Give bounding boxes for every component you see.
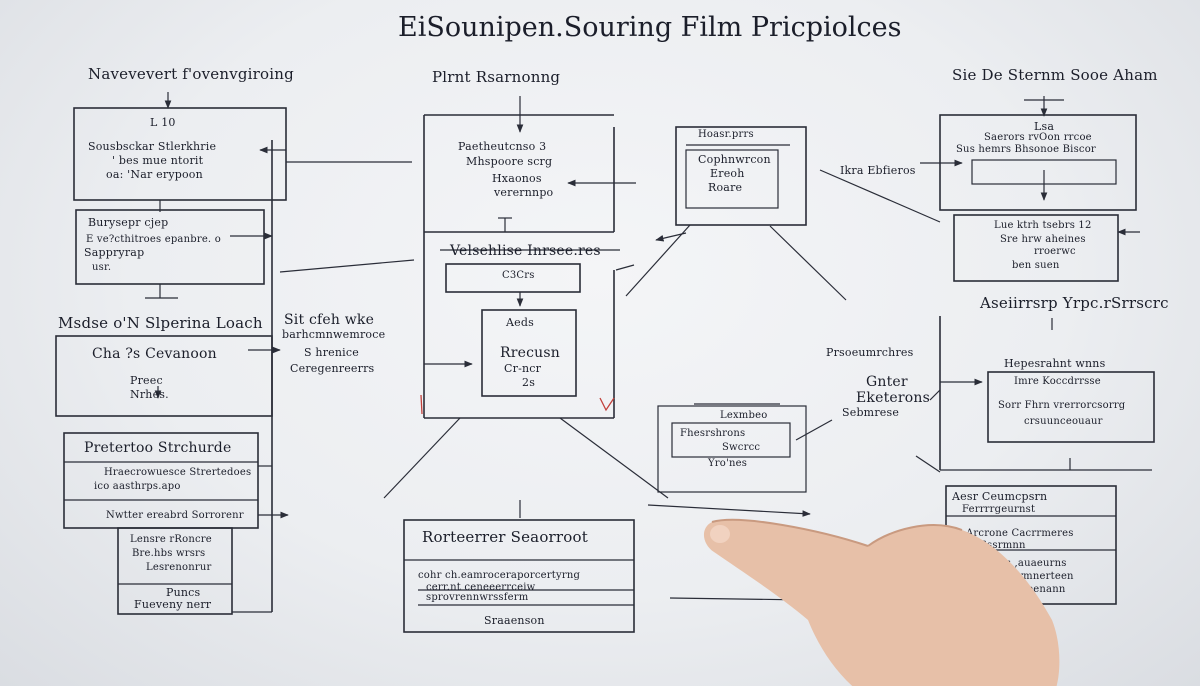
left-box5-line3: Lesrenonrur [146,562,212,573]
right-box4-line3: Sssrmnn [980,540,1026,551]
center-box3-line3: Cr-ncr [504,362,542,375]
right-mid-heading: Aseiirrsrp Yrpc.rSrrscrc [980,294,1169,312]
right-box-3 [987,371,1155,443]
center-box3-line2: Rrecusn [500,345,560,361]
right-box3-line3: crsuunceouaur [1024,416,1103,427]
right-box1-line1: Lsa [1034,120,1055,133]
right-box1-line3: Sus hemrs Bhsonoe Biscor [956,144,1096,155]
center-box1-line4: verernnpo [494,186,554,199]
mid-right-box1-line2: Ereoh [710,167,745,180]
mid-right-box1-header: Hoasr.prrs [698,129,754,140]
mid-right-box2-line2: Fhesrshrons [680,428,746,439]
left-box-5 [117,527,233,615]
center-box1-line3: Hxaonos [492,172,542,185]
right-box2-line4: ben suen [1012,260,1060,271]
left-box5-line1: Lensre rRoncre [130,534,212,545]
mid-right-box2-line3: Swcrcc [722,442,761,453]
right-box4-line5: Ses mnrmnerteen [980,571,1074,582]
right-box1-line2: Saerors rvOon rrcoe [984,132,1092,143]
left-box1-line3: oa: 'Nar erypoon [106,168,203,181]
center-box-4 [403,519,635,633]
center-label-1: Sit cfeh wke [284,312,375,328]
center-label-2: barhcmnwemroce [282,328,386,341]
right-box3-line1: Imre Koccdrrsse [1014,376,1101,387]
left-box4-header: Pretertoo Strchurde [84,440,232,456]
center-box-3 [481,309,577,397]
left-box5-line4: Puncs [166,586,201,599]
left-box1-line2: ' bes mue ntorit [112,154,204,167]
left-box4-line2: ico aasthrps.apo [94,481,181,492]
mid-right-label-5: Sebmrese [842,406,900,419]
left-mid-heading: Msdse o'N Slperina Loach [58,314,263,332]
left-heading: Navevevert f'ovenvgiroing [88,65,294,83]
mid-right-box2-line1: Lexmbeo [720,410,768,421]
center-box4-line1: cohr ch.eamroceraporcertyrng [418,570,581,581]
right-box2-line2: Sre hrw aheines [1000,234,1086,245]
center-label-4: Ceregenreerrs [290,362,375,375]
mid-right-box-2 [657,405,807,493]
pointing-hand-image [704,518,1060,686]
left-box3-line3: Nrhes. [130,388,169,401]
left-box1-line1: Sousbsckar Stlerkhrie [88,140,217,153]
center-box3-line4: 2s [522,376,536,389]
right-box4-line1: Ferrrrgeurnst [962,504,1036,515]
mid-right-label-4: Eketerons [856,390,931,406]
mid-right-box2-line4: Yro'nes [708,458,748,469]
left-box3-line1: Cha ?s Cevanoon [92,346,217,362]
left-box2-line1: Burysepr cjep [88,216,169,229]
mid-right-box-1 [675,126,807,226]
left-box1-tag: L 10 [150,116,176,129]
right-box3-header: Hepesrahnt wnns [1004,357,1106,370]
center-box4-line2: cerr.nt ceneeerrceiw [426,582,536,593]
right-box-2 [953,214,1119,282]
mid-right-label-1: Ikra Ebfieros [840,164,916,177]
left-box4-line1: Hraecrowuesce Strertedoes [104,467,252,478]
center-heading: Plrnt Rsarnonng [432,68,561,86]
right-heading: Sie De Sternm Sooe Aham [952,66,1158,84]
left-box3-line2: Preec [130,374,163,387]
center-box4-line4: Sraaenson [484,614,545,627]
left-box4-line3: Nwtter ereabrd Sorrorenr [106,510,244,521]
left-box2-line3: Sappryrap [84,246,145,259]
left-box2-line2: E ve?cthitroes epanbre. o [86,234,221,245]
right-box2-line3: rroerwc [1034,246,1076,257]
right-box3-line2: Sorr Fhrn vrerrorcsorrg [998,400,1126,411]
right-box4-line4: Arerrss ,auaeurns [972,558,1067,569]
left-box5-line2: Bre.hbs wrsrs [132,548,206,559]
mid-right-box1-line1: Cophnwrcon [698,153,771,166]
mid-right-box1-line3: Roare [708,181,743,194]
left-box2-line4: usr. [92,262,112,273]
center-box2-line2: C3Crs [502,270,535,281]
center-box3-line1: Aeds [506,316,534,329]
center-box2-line1: Velsehlise Inrsee.res [450,243,601,259]
center-label-3: S hrenice [304,346,359,359]
center-box4-line3: sprovrennwrssferm [426,592,529,603]
mid-right-label-2: Prsoeumrchres [826,346,914,359]
center-box1-line1: Paetheutcnso 3 [458,140,547,153]
left-box5-line5: Fueveny nerr [134,598,212,611]
diagram-title: EiSounipen.Souring Film Pricpiolces [398,12,902,43]
mid-right-label-3: Gnter [866,374,908,390]
right-box2-line1: Lue ktrh tsebrs 12 [994,220,1092,231]
right-box4-line2: Arcrone Cacrrmeres [966,528,1074,539]
left-box-2 [75,209,265,285]
center-box4-header: Rorteerrer Seaorroot [422,528,588,546]
center-box-2 [445,263,581,293]
right-box4-header: Aesr Ceumcpsrn [952,490,1048,503]
left-box-1 [73,107,287,201]
center-box1-line2: Mhspoore scrg [466,155,553,168]
